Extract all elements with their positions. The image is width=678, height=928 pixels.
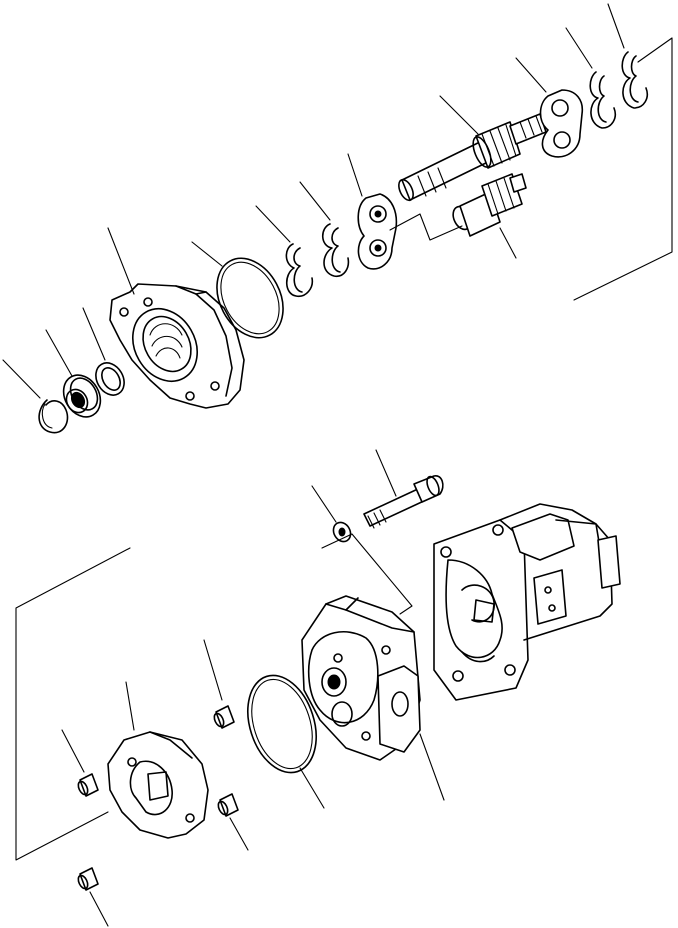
assembly-bracket-top [389,37,673,301]
bearing [45,329,102,418]
dowel-pin-4 [77,867,109,927]
snap-ring-right-1 [565,27,617,129]
driven-gear [452,173,527,259]
snap-ring-outer [2,359,69,434]
drive-shaft-gear [398,95,547,202]
o-ring [191,241,284,339]
snap-ring-mid-1 [255,205,314,298]
assembly-bracket-bottom [15,533,413,861]
snap-ring-right-2 [607,3,649,109]
washer [82,307,125,396]
dowel-pin-1 [203,639,235,729]
washer-small [311,485,352,543]
leader-line [2,359,41,399]
dowel-pin-2 [61,729,99,797]
bushing-plate-right [515,57,584,158]
bushing-plate-left [347,153,398,270]
pump-housing [433,503,621,701]
spacer-plate [107,681,209,839]
bolt [363,449,444,529]
flange-cover [107,227,245,409]
dowel-pin-3 [217,793,249,851]
snap-ring-mid-2 [299,181,350,278]
gear-case [301,595,445,801]
o-ring-large [247,674,325,809]
